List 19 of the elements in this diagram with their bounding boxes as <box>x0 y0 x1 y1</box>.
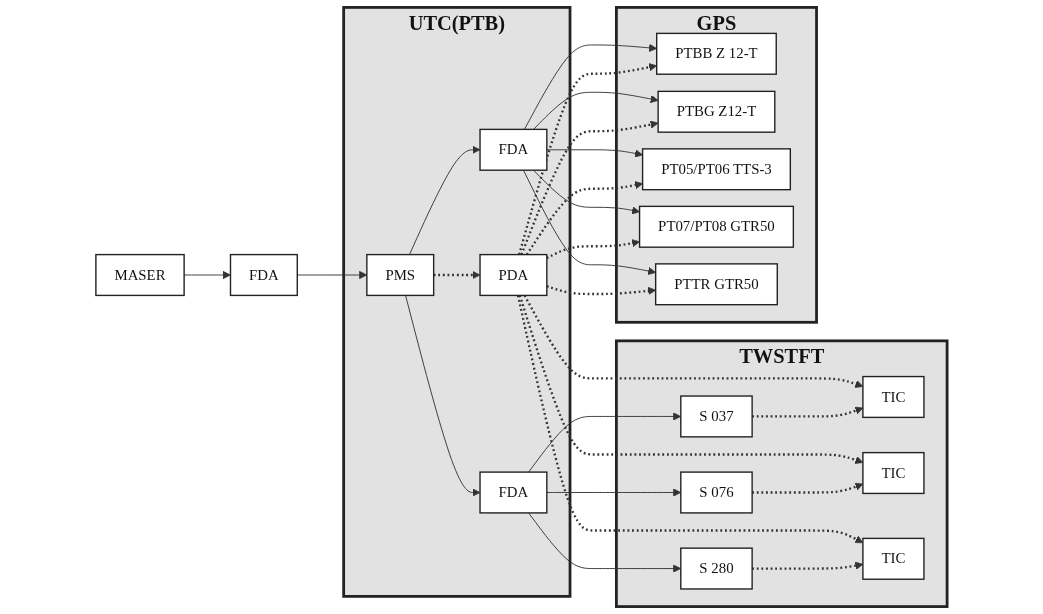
node-box: FDA <box>479 128 548 171</box>
node-box: TIC <box>862 537 925 580</box>
node-box: MASER <box>95 253 185 297</box>
node-box: PDA <box>479 253 548 297</box>
node-box: FDA <box>229 253 298 297</box>
arrow <box>520 120 659 256</box>
node-box: PTTR GTR50 <box>654 263 778 306</box>
node-box: S 280 <box>680 547 753 590</box>
arrow <box>525 181 643 256</box>
node-box: PTBG Z12-T <box>657 90 776 133</box>
node-box: S 037 <box>680 395 753 438</box>
node-box: PTBB Z 12-T <box>656 32 777 75</box>
node-box: S 076 <box>680 471 753 514</box>
node-box: PT07/PT08 GTR50 <box>638 205 795 248</box>
node-box: TIC <box>862 375 925 419</box>
node-box: TIC <box>862 451 925 495</box>
node-box: PMS <box>366 253 435 297</box>
node-box: FDA <box>479 471 548 514</box>
node-box: PT05/PT06 TTS-3 <box>641 148 792 191</box>
